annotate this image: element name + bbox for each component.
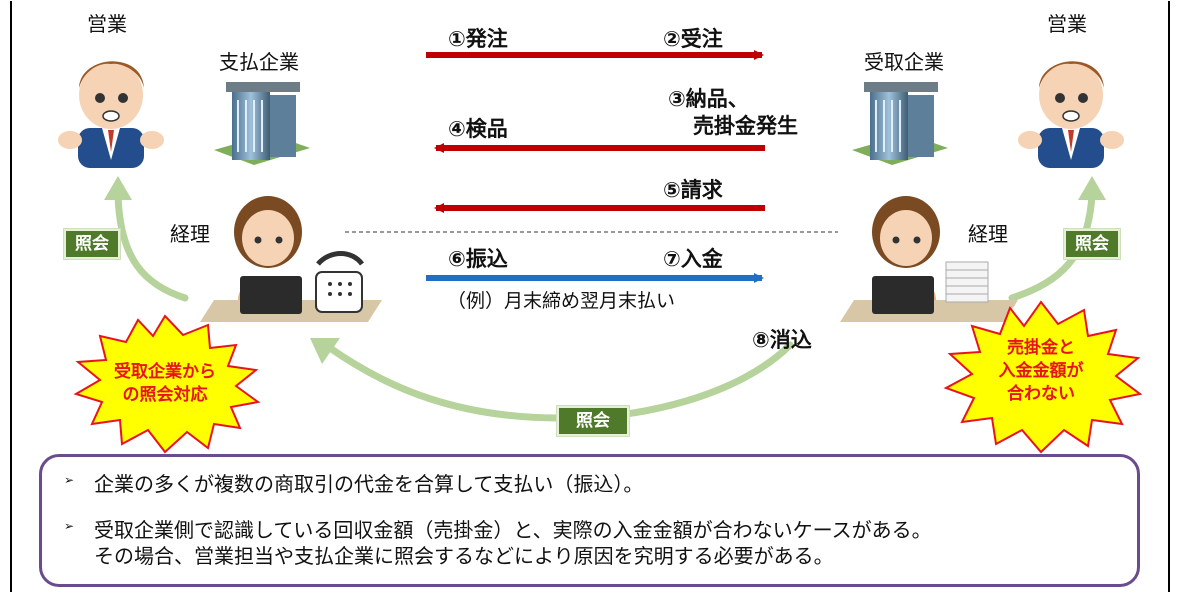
bullet-icon: ➢ bbox=[64, 519, 75, 533]
bullet-icon: ➢ bbox=[64, 473, 75, 487]
receiver-company-label: 受取企業 bbox=[864, 50, 944, 74]
sales-person-left-icon bbox=[58, 61, 164, 168]
note-text-1: 企業の多くが複数の商取引の代金を合算して支払い（振込）。 bbox=[94, 472, 644, 496]
inquiry-arrow-left bbox=[114, 191, 189, 302]
payer-company-label: 支払企業 bbox=[219, 50, 299, 74]
inquiry-tag-left: 照会 bbox=[63, 228, 121, 260]
delivery-label-line1: ③納品、 bbox=[668, 87, 749, 111]
inquiry-arrow-left-head bbox=[104, 176, 132, 200]
callout-left-line1: 受取企業から bbox=[114, 362, 216, 382]
sales-left-label: 営業 bbox=[87, 12, 127, 36]
inspection-label: ④検品 bbox=[448, 117, 508, 141]
receiver-building-icon bbox=[852, 82, 948, 165]
note-text-2b: その場合、営業担当や支払企業に照会するなどにより原因を究明する必要がある。 bbox=[94, 544, 834, 568]
inquiry-arrow-bottom-head bbox=[310, 338, 340, 364]
accountant-right-icon bbox=[840, 196, 1018, 322]
accounting-right-label: 経理 bbox=[968, 222, 1008, 246]
accountant-left-icon bbox=[200, 196, 382, 322]
note-text-2a: 受取企業側で認識している回収金額（売掛金）と、実際の入金金額が合わないケースがあ… bbox=[94, 518, 932, 542]
deposit-label: ⑦入金 bbox=[663, 247, 723, 271]
payment-terms-example: （例）月末締め翌月末払い bbox=[447, 290, 676, 312]
transfer-label: ⑥振込 bbox=[448, 247, 508, 271]
callout-right-line2: 入金金額が bbox=[998, 361, 1084, 381]
burst-right bbox=[943, 300, 1143, 454]
inquiry-tag-bottom: 照会 bbox=[556, 405, 630, 437]
inquiry-arrow-right-head bbox=[1078, 176, 1106, 200]
callout-right-line1: 売掛金と bbox=[1007, 338, 1075, 358]
burst-left bbox=[73, 314, 261, 454]
order-received-label: ②受注 bbox=[663, 27, 723, 51]
sales-person-right-icon bbox=[1018, 61, 1124, 168]
delivery-label-line2: 売掛金発生 bbox=[693, 114, 798, 138]
callout-left-line2: の照会対応 bbox=[122, 385, 208, 405]
payer-building-icon bbox=[214, 82, 310, 165]
diagram-frame bbox=[10, 1, 1170, 592]
reconcile-label: ⑧消込 bbox=[752, 328, 812, 352]
accounting-left-label: 経理 bbox=[170, 222, 210, 246]
billing-label: ⑤請求 bbox=[663, 178, 723, 202]
callout-right-line3: 合わない bbox=[1007, 384, 1075, 404]
notes-box: ➢ 企業の多くが複数の商取引の代金を合算して支払い（振込）。 ➢ 受取企業側で認… bbox=[39, 454, 1140, 587]
sales-right-label: 営業 bbox=[1047, 12, 1087, 36]
order-label: ①発注 bbox=[448, 27, 508, 51]
inquiry-arrow-right bbox=[1008, 191, 1096, 302]
inquiry-tag-right: 照会 bbox=[1063, 228, 1121, 260]
